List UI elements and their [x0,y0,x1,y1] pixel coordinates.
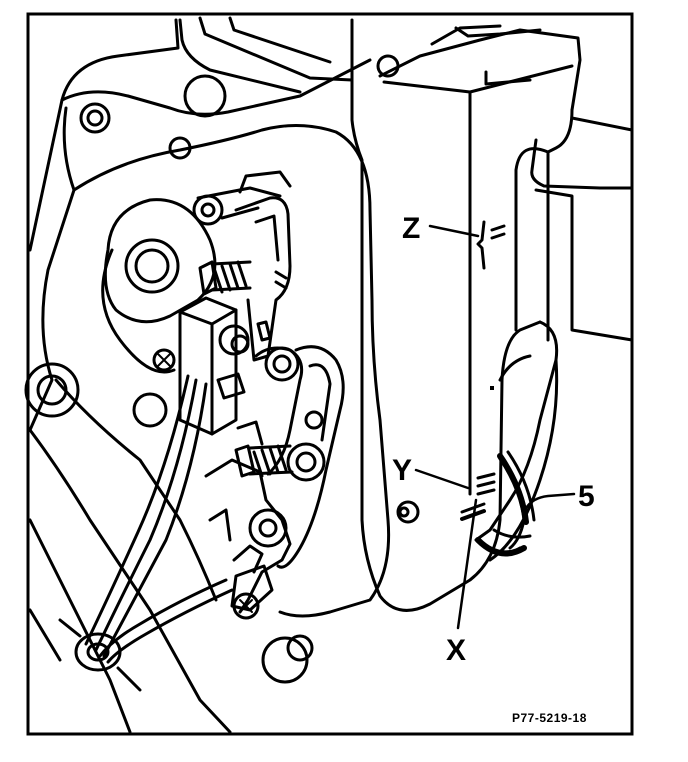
switch-block [178,296,250,436]
lower-lever [204,458,292,620]
lower-spring [234,420,294,478]
actuator-plate [28,106,391,618]
base-casting [28,16,372,734]
index-mark-y [468,468,496,496]
wire-harness [58,374,234,692]
callout-y: Y [392,454,412,487]
callout-5: 5 [578,480,595,513]
cam-wheel [101,198,217,374]
figure-code: P77-5219-18 [512,711,587,725]
leader-5 [522,492,576,514]
leader-z [428,224,480,238]
slider-body [350,24,634,612]
pointer-5-accent [475,453,529,557]
upper-spring [192,186,282,296]
index-mark-z [476,220,506,270]
leader-x [456,498,478,630]
upper-lever [234,170,292,362]
callout-z: Z [402,212,420,245]
figure-frame [26,12,634,736]
callout-x: X [446,634,466,667]
casting-holes [24,54,420,684]
leader-y [414,468,470,490]
